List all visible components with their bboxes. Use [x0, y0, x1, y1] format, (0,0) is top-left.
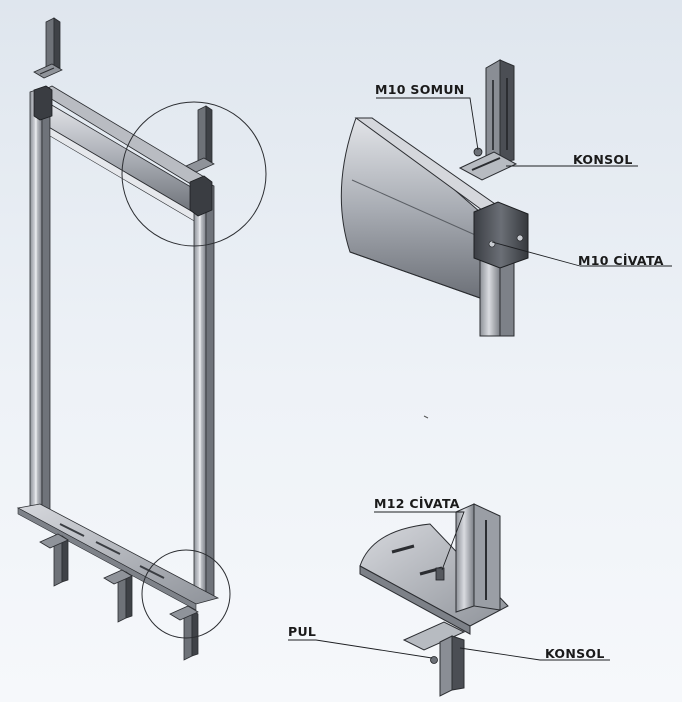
- left-post: [29, 87, 51, 517]
- stray-mark: [423, 415, 429, 419]
- label-m12-civata: M12 CİVATA: [374, 496, 460, 511]
- label-konsol-top: KONSOL: [573, 152, 633, 167]
- detail-circle-top: [121, 101, 267, 247]
- corner-block-left: [33, 85, 53, 121]
- top-detail-view: [340, 59, 672, 337]
- base-bracket-2: [103, 569, 133, 623]
- corner-block-right: [189, 175, 213, 217]
- detail-circle-bottom: [141, 549, 231, 639]
- top-left-bracket: [33, 17, 63, 79]
- label-m10-somun: M10 SOMUN: [375, 82, 465, 97]
- bottom-detail-view: [288, 503, 610, 697]
- bottom-base-plate: [16, 503, 220, 611]
- label-m10-civata: M10 CİVATA: [578, 253, 664, 268]
- label-pul: PUL: [288, 624, 317, 639]
- top-right-bracket: [185, 105, 215, 173]
- base-bracket-3: [169, 605, 199, 661]
- full-frame-view: [16, 17, 267, 661]
- label-konsol-bottom: KONSOL: [545, 646, 605, 661]
- top-beam: [39, 85, 207, 223]
- base-bracket-1: [39, 533, 69, 587]
